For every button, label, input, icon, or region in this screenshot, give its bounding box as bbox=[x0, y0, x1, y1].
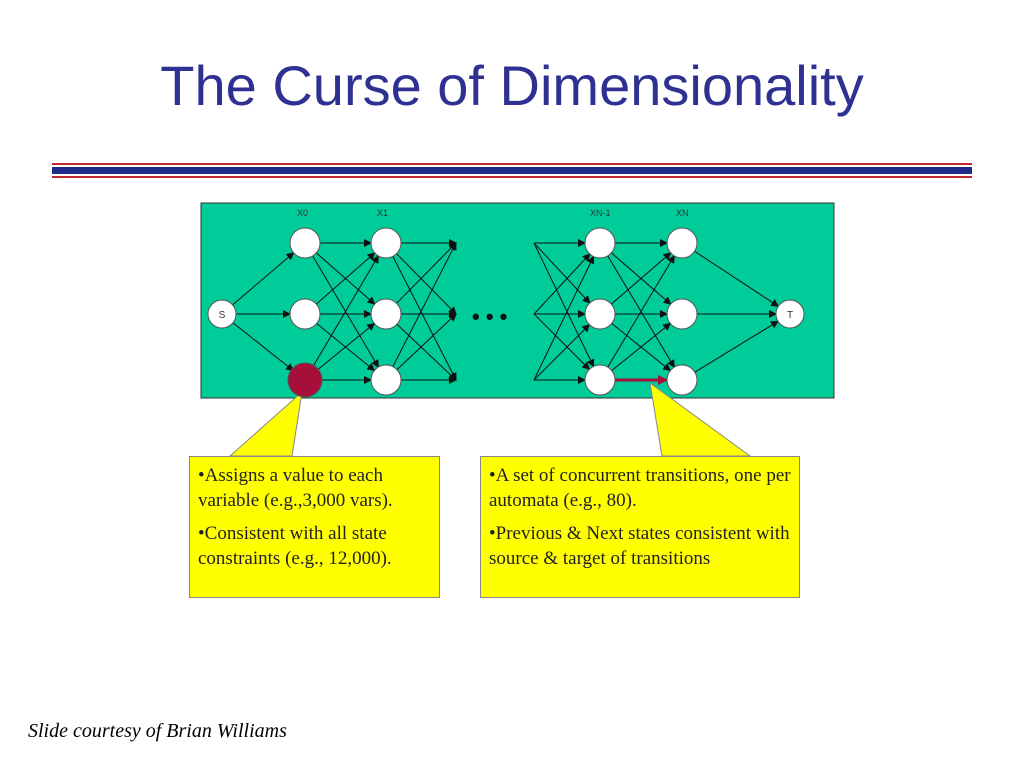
xn1-node-1 bbox=[584, 298, 616, 330]
title-rule-blue bbox=[52, 167, 972, 174]
xn-node-1 bbox=[666, 298, 698, 330]
callout-right-text-1: •A set of concurrent transitions, one pe… bbox=[489, 465, 791, 511]
edge-x0-to-x1-1-0 bbox=[315, 252, 376, 305]
x0-node-0 bbox=[289, 227, 321, 259]
edge-xn-to-t-0 bbox=[694, 250, 780, 307]
source-node bbox=[207, 299, 237, 329]
target-node bbox=[775, 299, 805, 329]
column-label-xn-1: XN-1 bbox=[590, 208, 611, 218]
edge-ellipsis-to-xn1-2-1 bbox=[533, 323, 591, 381]
edge-xn1-to-xn-2-1 bbox=[611, 322, 672, 371]
slide-title: The Curse of Dimensionality bbox=[160, 54, 864, 117]
callout-left-text-2: •Consistent with all state constraints (… bbox=[198, 523, 392, 569]
edge-ellipsis-to-xn1-1-2 bbox=[533, 313, 591, 371]
callout-left-pointer bbox=[228, 390, 303, 457]
edge-s-to-x0-2 bbox=[232, 322, 295, 372]
xn1-node-2 bbox=[584, 364, 616, 396]
callout-right: •A set of concurrent transitions, one pe… bbox=[480, 456, 800, 598]
callout-right-text-2: •Previous & Next states consistent with … bbox=[489, 523, 790, 569]
x1-node-1 bbox=[370, 298, 402, 330]
target-node-label: T bbox=[787, 310, 793, 321]
edge-ellipsis-to-xn1-0-2 bbox=[533, 242, 595, 368]
edge-x1-to-ellipsis-0-2 bbox=[392, 256, 457, 381]
edge-x0-to-x1-2-0 bbox=[312, 255, 379, 368]
edge-x1-to-ellipsis-0-1 bbox=[396, 253, 457, 315]
callout-left-text-1: •Assigns a value to each variable (e.g.,… bbox=[198, 465, 393, 511]
edge-s-to-x0-0 bbox=[232, 252, 295, 306]
diagram-ellipsis: • • • bbox=[472, 304, 507, 329]
edge-x0-to-x1-2-1 bbox=[316, 322, 376, 371]
title-rule-red-top bbox=[52, 163, 972, 165]
edge-xn1-to-xn-1-0 bbox=[611, 252, 672, 305]
title-rule-red-bottom bbox=[52, 176, 972, 178]
edge-xn1-to-xn-2-0 bbox=[607, 255, 675, 368]
edge-x1-to-ellipsis-1-0 bbox=[396, 242, 457, 304]
xn1-node-0 bbox=[584, 227, 616, 259]
edge-ellipsis-to-xn1-2-0 bbox=[533, 255, 595, 381]
xn-node-0 bbox=[666, 227, 698, 259]
x0-node-highlighted bbox=[287, 362, 323, 398]
edge-xn-to-t-2 bbox=[694, 320, 779, 373]
edge-x1-to-ellipsis-1-2 bbox=[396, 323, 457, 381]
slide-footer: Slide courtesy of Brian Williams bbox=[28, 720, 287, 742]
edge-x1-to-ellipsis-2-0 bbox=[392, 242, 457, 367]
edge-x1-to-ellipsis-2-1 bbox=[396, 313, 457, 371]
xn-node-2 bbox=[666, 364, 698, 396]
column-label-x1: X1 bbox=[377, 208, 388, 218]
x1-node-2 bbox=[370, 364, 402, 396]
column-label-x0: X0 bbox=[297, 208, 308, 218]
source-node-label: S bbox=[219, 310, 226, 321]
x0-node-1 bbox=[289, 298, 321, 330]
x1-node-0 bbox=[370, 227, 402, 259]
callout-left: •Assigns a value to each variable (e.g.,… bbox=[189, 456, 440, 598]
column-label-xn: XN bbox=[676, 208, 689, 218]
edge-ellipsis-to-xn1-1-0 bbox=[533, 253, 591, 315]
edge-ellipsis-to-xn1-0-1 bbox=[533, 242, 591, 304]
